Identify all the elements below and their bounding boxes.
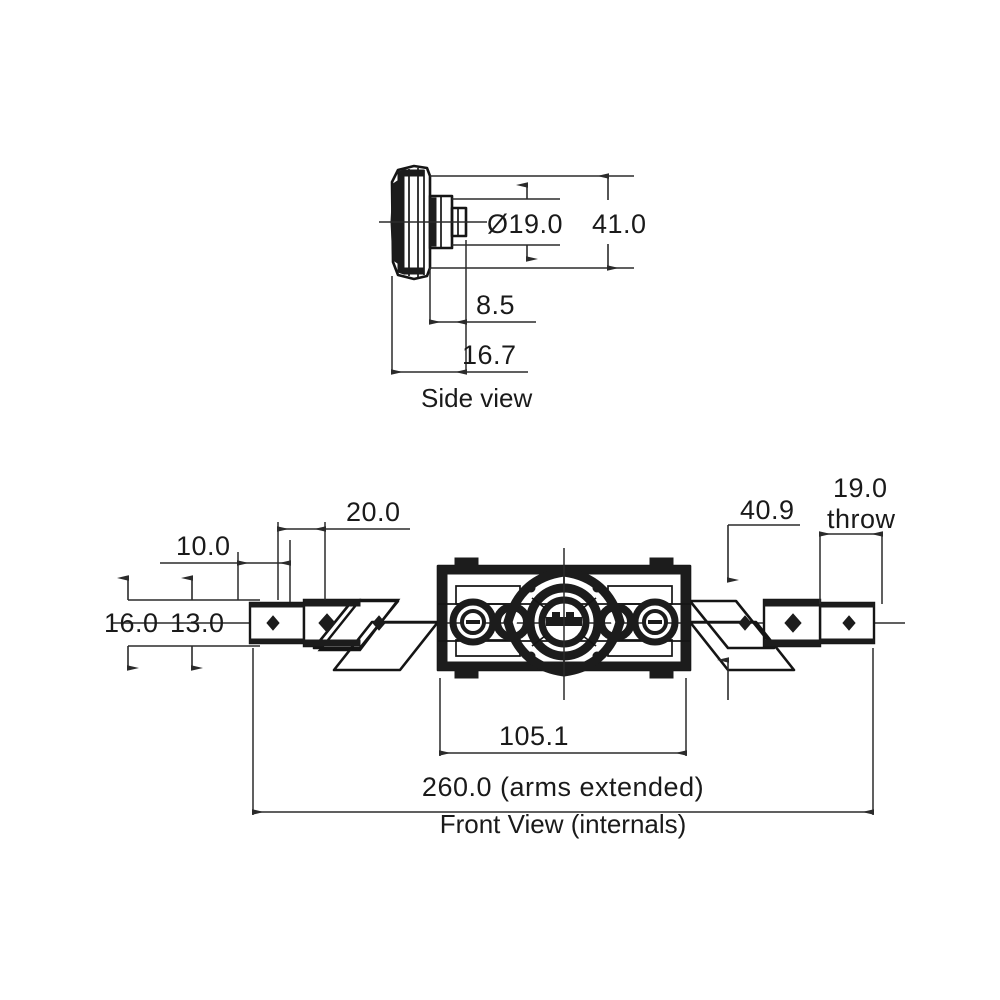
dim-throw-word-label: throw — [827, 504, 896, 534]
dim-16-label: 16.0 — [104, 608, 159, 638]
dim-throw-value-label: 19.0 — [833, 473, 888, 503]
left-arm-hole-3 — [372, 615, 386, 631]
dim-260-0: 260.0 (arms extended) — [252, 772, 874, 815]
dim-13-label: 13.0 — [170, 608, 225, 638]
dim-16-7: 16.7 — [391, 340, 528, 375]
mount-lug-top-right — [649, 557, 674, 568]
dim-dia-19-0: Ø19.0 — [487, 182, 563, 262]
dim-dia19-label: Ø19.0 — [487, 209, 563, 239]
left-follower-gear — [449, 598, 497, 646]
dim-20-label: 20.0 — [346, 497, 401, 527]
dim-105-1-label: 105.1 — [499, 721, 569, 751]
dim-8-5: 8.5 — [429, 290, 536, 325]
front-view-label: Front View (internals) — [440, 809, 687, 839]
dim-16-0: 16.0 — [104, 575, 159, 671]
mount-lug-bottom-left — [454, 668, 479, 679]
right-arm — [688, 598, 876, 672]
mount-lug-top-left — [454, 557, 479, 568]
dim-10-0: 10.0 — [160, 531, 291, 566]
dim-20-0: 20.0 — [277, 497, 410, 532]
dim-41-label: 41.0 — [592, 209, 647, 239]
left-arm-hole-2 — [318, 613, 336, 633]
dim-10-label: 10.0 — [176, 531, 231, 561]
left-arm-hole-1 — [266, 615, 280, 631]
dim-40-9: 40.9 — [717, 495, 795, 700]
gearcase-body — [436, 548, 692, 700]
dim-13-0: 13.0 — [170, 575, 225, 671]
dim-8-5-label: 8.5 — [476, 290, 515, 320]
right-arm-hole-1 — [738, 615, 752, 631]
dim-16-7-label: 16.7 — [462, 340, 517, 370]
right-arm-hole-2 — [784, 613, 802, 633]
dim-260-label: 260.0 (arms extended) — [422, 772, 704, 802]
front-view-group: 16.0 13.0 10.0 20.0 — [104, 473, 905, 839]
right-arm-hole-3 — [842, 615, 856, 631]
side-view-label: Side view — [421, 383, 532, 413]
left-arm — [248, 598, 440, 672]
dim-105-1: 105.1 — [439, 721, 687, 756]
dim-19-throw: 19.0 throw — [819, 473, 896, 537]
mount-lug-bottom-right — [649, 668, 674, 679]
dim-40-9-label: 40.9 — [740, 495, 795, 525]
right-follower-gear — [631, 598, 679, 646]
side-view-group: 41.0 Ø19.0 8.5 — [379, 164, 647, 413]
dim-41-0: 41.0 — [592, 173, 647, 271]
